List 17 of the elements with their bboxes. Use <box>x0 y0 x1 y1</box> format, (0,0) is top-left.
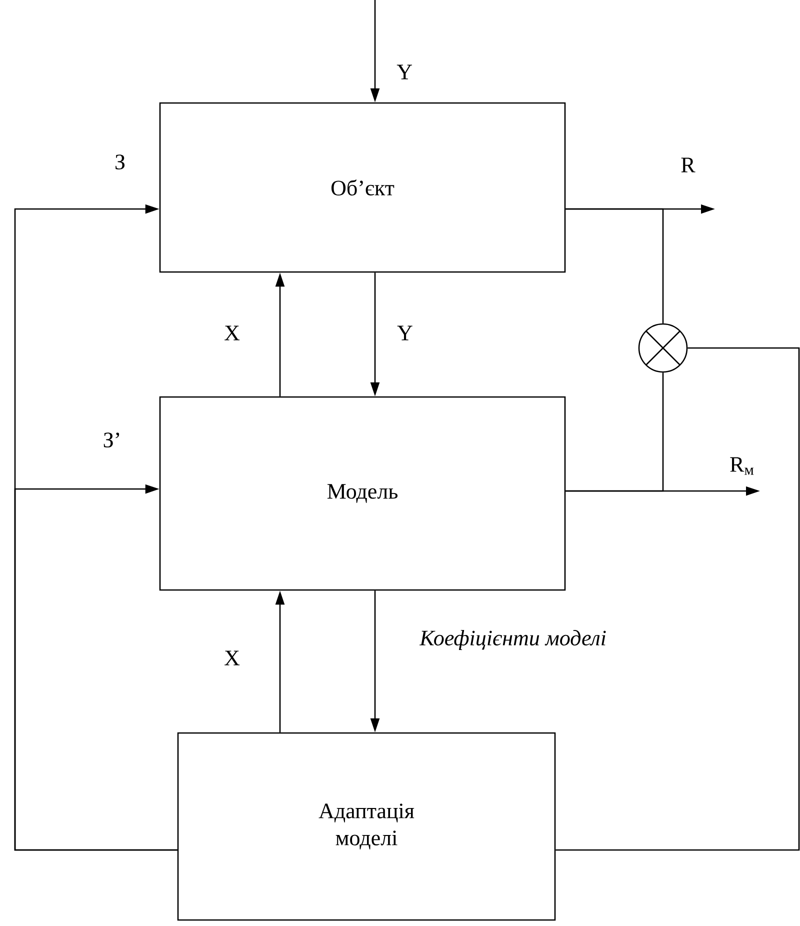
edge-label: X <box>224 650 240 666</box>
process-box: Об’єкт <box>159 102 566 273</box>
edge-label: X <box>224 326 240 340</box>
edge-label: Y <box>396 64 412 80</box>
edge-label: З <box>116 154 124 170</box>
edge-label: R$_{м}$ <box>730 457 754 475</box>
edge-label: R <box>681 158 696 172</box>
connector-line <box>556 347 800 851</box>
process-box: Адаптація моделі <box>177 732 556 921</box>
process-box: Модель <box>159 396 566 591</box>
connector-line <box>566 208 664 324</box>
connector-line <box>566 372 664 492</box>
arrow <box>14 484 178 851</box>
comparator-circle <box>638 323 688 373</box>
edge-label: Коефіцієнти моделі <box>419 630 606 650</box>
edge-label: Y <box>397 326 412 340</box>
edge-label: З’ <box>104 432 120 448</box>
